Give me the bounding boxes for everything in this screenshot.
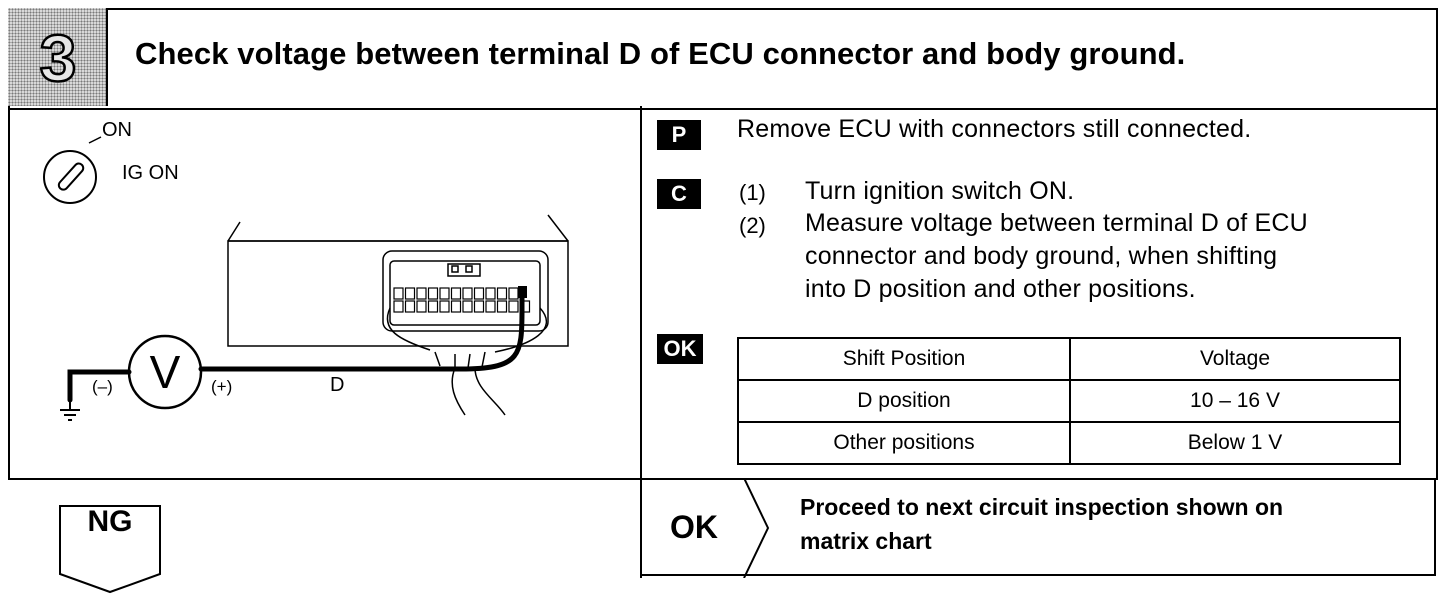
table-row: Other positions Below 1 V	[737, 421, 1401, 465]
connector-pin	[450, 300, 462, 313]
wiring-diagram	[43, 136, 569, 594]
test-lead	[67, 288, 525, 403]
step-2-number: (2)	[739, 213, 766, 238]
ok-result-text-line-1: Proceed to next circuit inspection shown…	[800, 494, 1284, 520]
ground-symbol-icon	[60, 400, 80, 421]
ecu-unit-outline	[227, 214, 569, 347]
ng-arrow-shape	[59, 505, 161, 594]
connector-pin	[485, 300, 496, 313]
prep-text: Remove ECU with connectors still connect…	[737, 115, 1252, 143]
table-row: D position 10 – 16 V	[737, 379, 1401, 423]
header-shift-position: Shift Position	[737, 337, 1071, 381]
positive-label: (+)	[211, 377, 233, 396]
table-cell: D position	[737, 379, 1071, 423]
connector-pin	[508, 287, 519, 300]
connector-pin	[473, 287, 485, 300]
step-2-text-line-2: connector and body ground, when shifting	[805, 242, 1278, 270]
connector-pin	[416, 287, 427, 300]
step-number-box	[8, 8, 108, 106]
ok-chevron-divider	[743, 478, 770, 578]
ok-result-frame	[640, 478, 1436, 576]
connector-pin	[508, 300, 519, 313]
connector-pin	[496, 287, 508, 300]
connector-pin	[439, 300, 450, 313]
header-voltage: Voltage	[1069, 337, 1401, 381]
voltage-spec-table: Shift Position Voltage D position 10 – 1…	[737, 337, 1401, 465]
connector-pin	[473, 300, 485, 313]
step-1-text: Turn ignition switch ON.	[805, 177, 1075, 205]
table-cell: 10 – 16 V	[1069, 379, 1401, 423]
ng-result-label: NG	[87, 505, 133, 538]
prep-badge: P	[657, 120, 701, 150]
connector-pin	[462, 300, 473, 313]
ok-spec-badge: OK	[657, 334, 703, 364]
negative-label: (–)	[92, 377, 113, 396]
column-divider	[640, 106, 642, 578]
step-title: Check voltage between terminal D of ECU …	[135, 36, 1186, 71]
terminal-d-pin	[518, 286, 527, 298]
table-header-row: Shift Position Voltage	[737, 337, 1401, 381]
table-cell: Other positions	[737, 421, 1071, 465]
connector-pin	[450, 287, 462, 300]
connector-pin	[427, 300, 439, 313]
table-cell: Below 1 V	[1069, 421, 1401, 465]
check-badge: C	[657, 179, 701, 209]
switch-on-label: ON	[102, 119, 132, 141]
step-2-text-line-3: into D position and other positions.	[805, 275, 1196, 303]
switch-ig-label: IG ON	[122, 162, 179, 184]
connector-pin	[496, 300, 508, 313]
ok-result-text: Proceed to next circuit inspection shown…	[800, 490, 1283, 558]
step-number: 3	[38, 20, 77, 97]
connector-pin	[427, 287, 439, 300]
ok-result-label: OK	[670, 509, 718, 545]
voltmeter-symbol: V	[149, 346, 181, 398]
terminal-d-label: D	[330, 374, 345, 396]
connector-pin	[416, 300, 427, 313]
ignition-switch-icon	[43, 136, 102, 204]
connector-pin	[393, 287, 404, 300]
connector-pin	[439, 287, 450, 300]
connector-pin	[404, 287, 416, 300]
step-2-text-line-1: Measure voltage between terminal D of EC…	[805, 209, 1308, 237]
connector-pin	[485, 287, 496, 300]
connector-pin	[404, 300, 416, 313]
ok-result-text-line-2: matrix chart	[800, 528, 932, 554]
connector-pin	[393, 300, 404, 313]
connector-pin	[462, 287, 473, 300]
inspection-body	[8, 106, 1438, 480]
step-1-number: (1)	[739, 180, 766, 205]
